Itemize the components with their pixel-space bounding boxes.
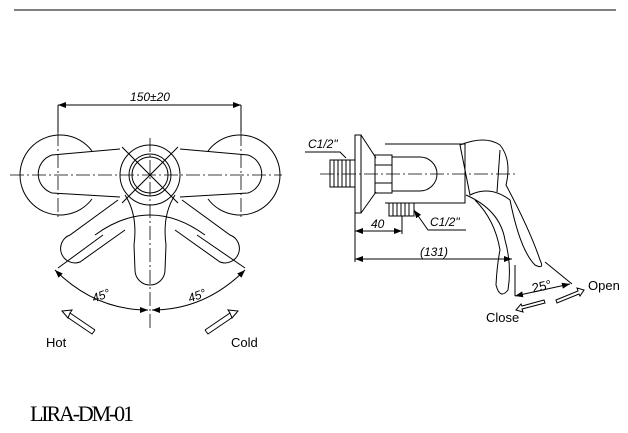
side-view: C1/2" C1/2" 40 (131) 25° Open Close [305, 134, 620, 325]
cold-label: Cold [231, 335, 258, 350]
close-label: Close [486, 310, 519, 325]
total-dimension: (131) [420, 245, 448, 259]
cold-direction-arrow-icon [204, 309, 240, 335]
front-view: 150±20 45° 45° Hot Cold [10, 90, 282, 350]
outlet-thread-label: C1/2" [430, 215, 460, 229]
angle-left-label: 45° [90, 286, 112, 305]
angle-label: 25° [531, 277, 553, 296]
open-label: Open [588, 278, 620, 293]
model-title: LIRA-DM-01 [30, 401, 134, 426]
angle-right-label: 45° [186, 286, 208, 305]
open-direction-arrow-icon [555, 287, 585, 304]
hot-label: Hot [46, 335, 67, 350]
depth-dimension: 40 [371, 217, 385, 231]
inlet-thread-label: C1/2" [308, 137, 338, 151]
width-dimension: 150±20 [130, 90, 170, 104]
hot-direction-arrow-icon [60, 309, 96, 335]
close-direction-arrow-icon [515, 299, 546, 313]
